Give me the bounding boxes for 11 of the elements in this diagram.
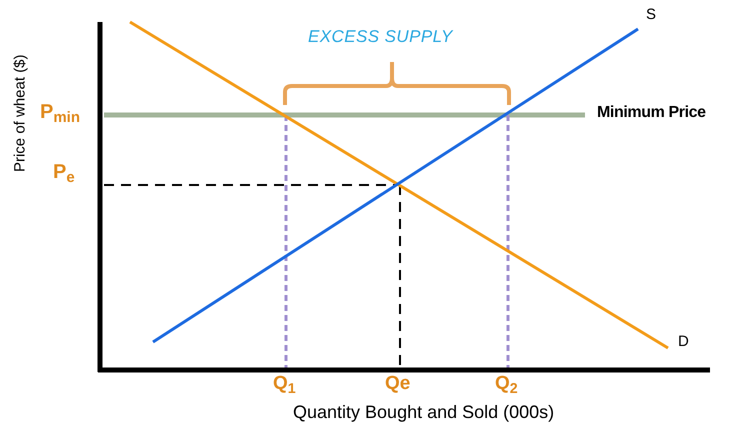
axis-tick-label: Qe	[385, 372, 410, 396]
axis-tick-label: Q$_{2}$	[495, 372, 518, 396]
annotation-text: EXCESS SUPPLY	[308, 26, 453, 48]
curve-label: D	[678, 333, 689, 352]
axis-tick-label: P$_{min}$	[40, 100, 80, 125]
curve-label: S	[646, 6, 656, 25]
line-label: Minimum Price	[597, 103, 706, 123]
axis-title: Quantity Bought and Sold (000s)	[293, 401, 554, 424]
axis-tick-label: P$_{e}$	[53, 160, 75, 185]
axis-tick-label: Q$_{1}$	[273, 372, 296, 396]
axis-title: Price of wheat ($)	[10, 54, 30, 172]
